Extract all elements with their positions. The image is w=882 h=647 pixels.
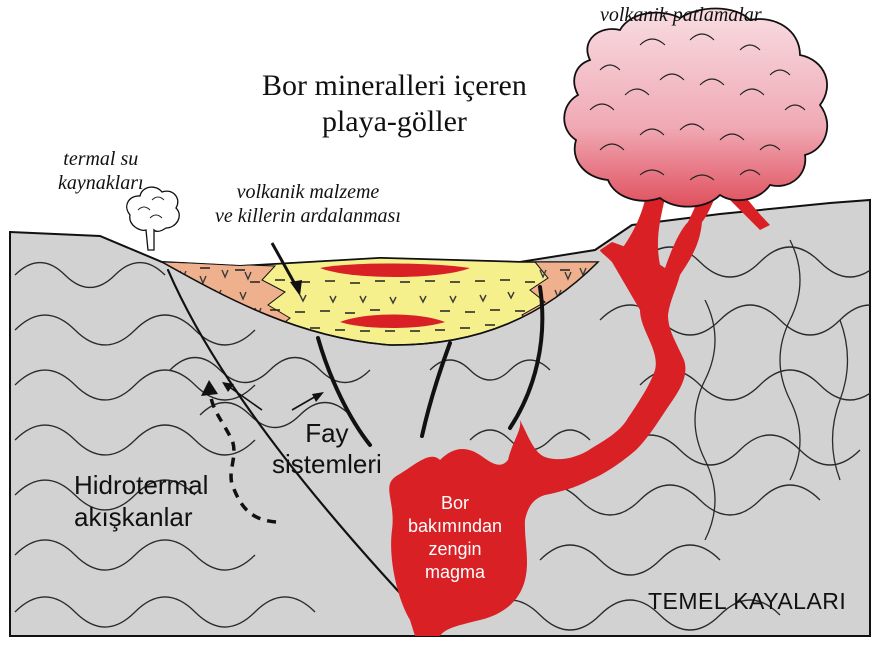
playa-lakes-line1: Bor mineralleri içeren <box>262 68 527 104</box>
hot-spring-plume <box>127 187 180 250</box>
hydrothermal-line2: akışkanlar <box>74 501 208 533</box>
playa-lakes-line2: playa-göller <box>262 104 527 140</box>
magma-line4: magma <box>405 561 505 584</box>
magma-line1: Bor <box>405 492 505 515</box>
boron-magma-label: Bor bakımından zengin magma <box>405 492 505 584</box>
volcanic-material-line1: volkanik malzeme <box>215 180 401 204</box>
magma-line2: bakımından <box>405 515 505 538</box>
fault-systems-line1: Fay <box>272 418 382 449</box>
playa-lakes-label: Bor mineralleri içeren playa-göller <box>262 68 527 140</box>
volcanic-eruptions-label: volkanik patlamalar <box>600 3 762 27</box>
hydrothermal-fluids-label: Hidrotermal akışkanlar <box>74 469 208 533</box>
bedrock-label: TEMEL KAYALARI <box>648 588 846 615</box>
hydrothermal-line1: Hidrotermal <box>74 469 208 501</box>
eruption-cloud <box>564 8 827 206</box>
volcanic-material-line2: ve killerin ardalanması <box>215 204 401 228</box>
thermal-springs-line2: kaynakları <box>58 171 144 195</box>
thermal-springs-line1: termal su <box>58 147 144 171</box>
fault-systems-label: Fay sistemleri <box>272 418 382 480</box>
volcanic-material-label: volkanik malzeme ve killerin ardalanması <box>215 180 401 228</box>
fault-systems-line2: sistemleri <box>272 449 382 480</box>
thermal-springs-label: termal su kaynakları <box>58 147 144 195</box>
magma-line3: zengin <box>405 538 505 561</box>
